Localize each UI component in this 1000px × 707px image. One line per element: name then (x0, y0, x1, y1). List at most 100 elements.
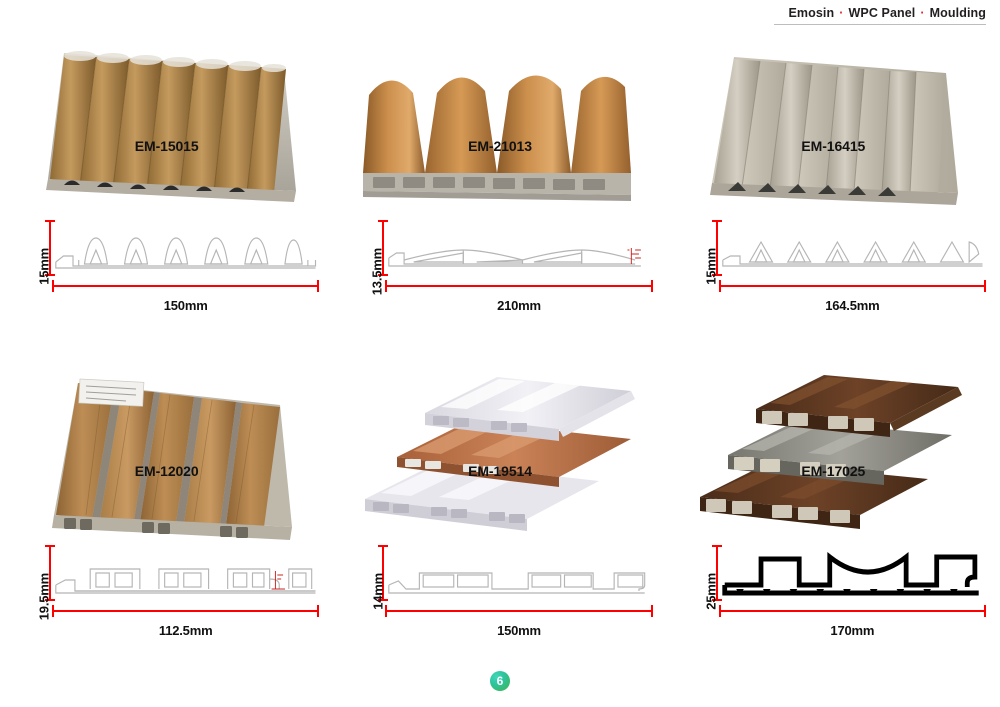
profile-drawing (55, 237, 317, 269)
cross-section-profile (719, 545, 986, 601)
width-cap-right (650, 280, 653, 292)
height-value: 15mm (703, 248, 719, 285)
cross-section-profile (719, 220, 986, 276)
brand-name: Emosin (788, 6, 835, 20)
width-dimension: 150mm (52, 280, 320, 313)
width-cap-right (317, 605, 320, 617)
width-dimension-bar (385, 610, 653, 612)
height-dimension: 13.5mm (357, 220, 389, 295)
product-code: EM-15015 (134, 138, 199, 154)
width-dimension: 210mm (385, 280, 653, 313)
width-cap-left (718, 605, 721, 617)
width-cap-right (317, 280, 320, 292)
dimension-block: 19.5mm (0, 539, 333, 639)
width-cap-right (650, 605, 653, 617)
height-dimension-bar (45, 545, 55, 601)
height-dimension-bar (378, 545, 389, 601)
brand-category: WPC Panel (848, 6, 916, 20)
profile-drawing (55, 568, 316, 594)
dimension-block: 15mm (667, 214, 1000, 314)
width-cap-right (984, 605, 986, 617)
width-dimension: 170mm (718, 605, 986, 638)
header-inner: Emosin · WPC Panel · Moulding (774, 0, 986, 25)
profile-drawing (388, 572, 646, 594)
height-value: 25mm (703, 573, 719, 610)
width-value: 210mm (497, 298, 541, 313)
height-dimension-bar (711, 220, 722, 276)
width-dimension-bar (52, 285, 320, 287)
cross-section-profile (385, 545, 652, 601)
profile-drawing (721, 552, 979, 596)
dimension-block: 13.5mm (333, 214, 666, 314)
product-card[interactable]: 19.5mm (0, 351, 333, 676)
width-value: 112.5mm (158, 623, 213, 638)
product-grid: 15mm (0, 26, 1000, 676)
height-dimension: 15mm (691, 220, 722, 285)
product-card[interactable]: 15mm (667, 26, 1000, 351)
width-dimension: 112.5mm (52, 605, 320, 638)
dimension-block: 14mm (333, 539, 666, 639)
height-dimension: 14mm (357, 545, 389, 610)
width-cap-left (385, 605, 388, 617)
product-code: EM-21013 (468, 138, 532, 154)
brand-line: Emosin · WPC Panel · Moulding (788, 6, 986, 20)
height-dimension-bar (45, 220, 55, 276)
width-cap-left (385, 280, 388, 292)
width-dimension: 150mm (385, 605, 653, 638)
dimension-block: 25mm 170mm (667, 539, 1000, 639)
page-header: Emosin · WPC Panel · Moulding (0, 0, 1000, 26)
width-value: 170mm (830, 623, 875, 638)
page-number-badge: 6 (490, 671, 510, 691)
product-photo-triangular-fluted-greige (667, 30, 1000, 215)
profile-drawing (721, 240, 983, 267)
product-photo-round-fluted-oak (0, 30, 333, 215)
cross-section-profile (52, 220, 319, 276)
separator-dot-2: · (920, 5, 925, 20)
width-cap-right (984, 280, 986, 292)
width-dimension-bar (385, 285, 653, 287)
width-dimension-bar (52, 610, 320, 612)
height-dimension: 19.5mm (24, 545, 55, 620)
width-dimension-bar (718, 285, 986, 287)
panel-illustration (710, 56, 959, 205)
product-photo-wide-wave-copper (333, 30, 666, 215)
height-dimension: 25mm (691, 545, 722, 610)
product-code: EM-17025 (801, 463, 866, 479)
panel-illustration (362, 74, 631, 201)
product-photo-stacked-flat-rib-white (333, 355, 666, 540)
width-value: 150mm (497, 623, 541, 638)
height-value: 19.5mm (36, 573, 52, 621)
width-dimension: 164.5mm (718, 280, 986, 313)
separator-dot-1: · (839, 5, 844, 20)
product-card[interactable]: 13.5mm (333, 26, 666, 351)
panel-illustration (45, 50, 296, 202)
height-dimension-bar (378, 220, 389, 276)
height-dimension-bar (711, 545, 722, 601)
width-cap-left (52, 280, 54, 292)
height-value: 13.5mm (369, 248, 385, 296)
width-value: 150mm (163, 298, 208, 313)
cross-section-profile (385, 220, 652, 276)
product-card[interactable]: 25mm 170mm (667, 351, 1000, 676)
product-code: EM-16415 (801, 138, 866, 154)
page-footer: 6 (0, 669, 1000, 693)
profile-drawing (388, 248, 642, 267)
product-code: EM-19514 (468, 463, 532, 479)
panel-illustration (700, 375, 963, 529)
width-dimension-bar (718, 610, 986, 612)
product-photo-stacked-tube-walnut-gray (667, 355, 1000, 540)
height-value: 15mm (36, 248, 52, 285)
product-photo-square-rib-oak (0, 355, 333, 540)
header-divider (774, 24, 986, 25)
width-value: 164.5mm (825, 298, 880, 313)
dimension-block: 15mm (0, 214, 333, 314)
brand-subcategory: Moulding (929, 6, 986, 20)
product-card[interactable]: 15mm (0, 26, 333, 351)
width-cap-left (718, 280, 721, 292)
height-dimension: 15mm (24, 220, 55, 285)
width-cap-left (52, 605, 54, 617)
product-card[interactable]: 14mm (333, 351, 666, 676)
cross-section-profile (52, 545, 319, 601)
height-value: 14mm (369, 573, 385, 610)
panel-illustration (364, 377, 635, 531)
